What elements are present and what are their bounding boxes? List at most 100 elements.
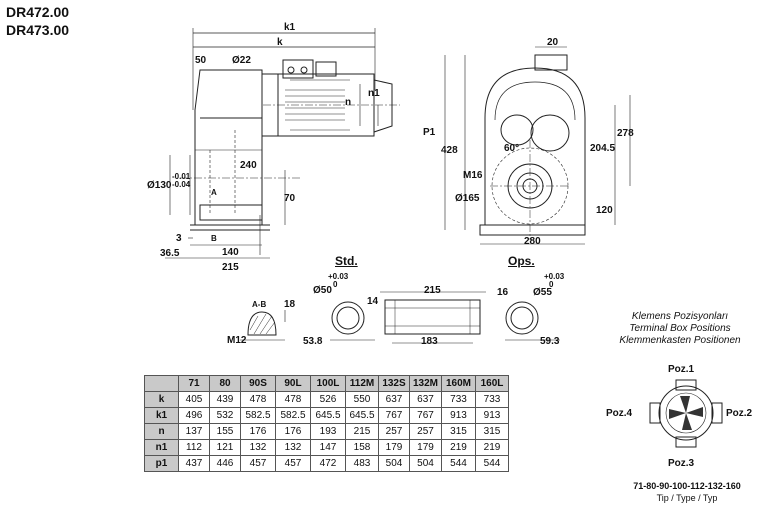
table-cell: 158 bbox=[345, 439, 379, 456]
label-tol50-lower: 0 bbox=[333, 280, 338, 289]
table-cell: 582.5 bbox=[275, 407, 311, 424]
terminal-motor-circle bbox=[658, 385, 714, 441]
table-cell: 176 bbox=[240, 423, 276, 440]
label-240: 240 bbox=[240, 160, 257, 171]
label-tol50-upper: +0.03 bbox=[328, 272, 349, 281]
label-59-3: 59.3 bbox=[540, 336, 560, 347]
label-tol-lower: -0.04 bbox=[172, 180, 191, 189]
table-cell: 457 bbox=[240, 455, 276, 472]
table-cell: 121 bbox=[209, 439, 241, 456]
label-P1: P1 bbox=[423, 127, 436, 138]
label-280: 280 bbox=[524, 236, 541, 247]
dimension-table: 71 80 90S 90L 100L 112M 132S 132M 160M 1… bbox=[144, 375, 509, 472]
table-corner-cell bbox=[144, 375, 179, 392]
front-housing bbox=[484, 67, 586, 226]
label-70: 70 bbox=[284, 193, 296, 204]
label-140: 140 bbox=[222, 247, 239, 258]
table-cell: 582.5 bbox=[240, 407, 276, 424]
std-shaft-outer bbox=[331, 301, 365, 335]
label-tol-upper: -0.01 bbox=[172, 172, 191, 181]
table-column-header: 132S bbox=[378, 375, 410, 392]
label-d130: Ø130 bbox=[147, 180, 172, 191]
table-cell: 405 bbox=[178, 391, 210, 408]
table-cell: 257 bbox=[378, 423, 410, 440]
label-14: 14 bbox=[367, 296, 379, 307]
label-215: 215 bbox=[222, 262, 239, 273]
table-column-header: 132M bbox=[409, 375, 442, 392]
label-M16: M16 bbox=[463, 170, 483, 181]
label-tol55-upper: +0.03 bbox=[544, 272, 565, 281]
label-M12: M12 bbox=[227, 335, 247, 346]
table-cell: 478 bbox=[240, 391, 276, 408]
label-18: 18 bbox=[284, 299, 296, 310]
table-cell: 913 bbox=[441, 407, 476, 424]
table-row: k 405 439 478 478 526 550 637 637 733 73… bbox=[144, 391, 509, 408]
table-column-header: 90L bbox=[275, 375, 311, 392]
table-column-header: 160L bbox=[475, 375, 509, 392]
table-cell: 257 bbox=[409, 423, 442, 440]
table-cell: 483 bbox=[345, 455, 379, 472]
label-428: 428 bbox=[441, 145, 458, 156]
model-title-2: DR473.00 bbox=[6, 22, 70, 38]
std-title: Std. bbox=[335, 254, 358, 268]
label-60-deg: 60° bbox=[504, 143, 520, 154]
row-label: n bbox=[144, 423, 179, 440]
table-row: k1 496 532 582.5 582.5 645.5 645.5 767 7… bbox=[144, 407, 509, 424]
terminal-type-caption: Tip / Type / Typ bbox=[656, 493, 718, 503]
table-cell: 637 bbox=[378, 391, 410, 408]
poz-1-label: Poz.1 bbox=[668, 364, 695, 375]
label-k1: k1 bbox=[284, 22, 296, 33]
poz-3-label: Poz.3 bbox=[668, 458, 695, 469]
label-36-5: 36.5 bbox=[160, 248, 180, 259]
table-cell: 179 bbox=[409, 439, 442, 456]
table-column-header: 80 bbox=[209, 375, 241, 392]
table-cell: 439 bbox=[209, 391, 241, 408]
terminal-types: 71-80-90-100-112-132-160 bbox=[633, 481, 741, 491]
label-d22: Ø22 bbox=[232, 55, 251, 66]
table-cell: 446 bbox=[209, 455, 241, 472]
table-row: n 137 155 176 176 193 215 257 257 315 31… bbox=[144, 423, 509, 440]
terminal-box-title: Klemens Pozisyonları Terminal Box Positi… bbox=[600, 311, 760, 347]
table-cell: 913 bbox=[475, 407, 509, 424]
label-n1: n1 bbox=[368, 88, 380, 99]
terminal-box-title-de: Klemmenkasten Positionen bbox=[619, 335, 741, 346]
table-row: p1 437 446 457 457 472 483 504 504 544 5… bbox=[144, 455, 509, 472]
table-cell: 645.5 bbox=[310, 407, 346, 424]
table-cell: 155 bbox=[209, 423, 241, 440]
table-cell: 132 bbox=[275, 439, 311, 456]
shaft-key-section bbox=[247, 311, 277, 336]
row-label: k1 bbox=[144, 407, 179, 424]
table-cell: 767 bbox=[378, 407, 410, 424]
table-cell: 550 bbox=[345, 391, 379, 408]
label-278: 278 bbox=[617, 128, 634, 139]
table-column-header: 90S bbox=[240, 375, 276, 392]
label-tol55-lower: 0 bbox=[549, 280, 554, 289]
front-bore-small bbox=[500, 114, 534, 146]
table-row: n1 112 121 132 132 147 158 179 179 219 2… bbox=[144, 439, 509, 456]
label-16: 16 bbox=[497, 287, 509, 298]
label-B: B bbox=[211, 234, 217, 243]
table-cell: 137 bbox=[178, 423, 210, 440]
label-k: k bbox=[277, 37, 283, 48]
ops-shaft-outer bbox=[505, 301, 539, 335]
label-d55: Ø55 bbox=[533, 287, 552, 298]
table-cell: 544 bbox=[441, 455, 476, 472]
row-label: k bbox=[144, 391, 179, 408]
hollow-shaft-side bbox=[384, 299, 481, 335]
std-shaft-bore bbox=[336, 306, 360, 330]
label-53-8: 53.8 bbox=[303, 336, 323, 347]
front-bore-large bbox=[530, 114, 570, 152]
table-cell: 504 bbox=[378, 455, 410, 472]
table-cell: 472 bbox=[310, 455, 346, 472]
terminal-box-title-tr: Klemens Pozisyonları bbox=[631, 311, 729, 322]
table-cell: 733 bbox=[441, 391, 476, 408]
gearbox-housing bbox=[194, 69, 263, 226]
table-cell: 478 bbox=[275, 391, 311, 408]
label-A: A bbox=[211, 188, 217, 197]
label-d50: Ø50 bbox=[313, 285, 332, 296]
table-cell: 315 bbox=[475, 423, 509, 440]
table-cell: 437 bbox=[178, 455, 210, 472]
model-title-1: DR472.00 bbox=[6, 4, 70, 20]
fan-icon bbox=[669, 396, 703, 430]
